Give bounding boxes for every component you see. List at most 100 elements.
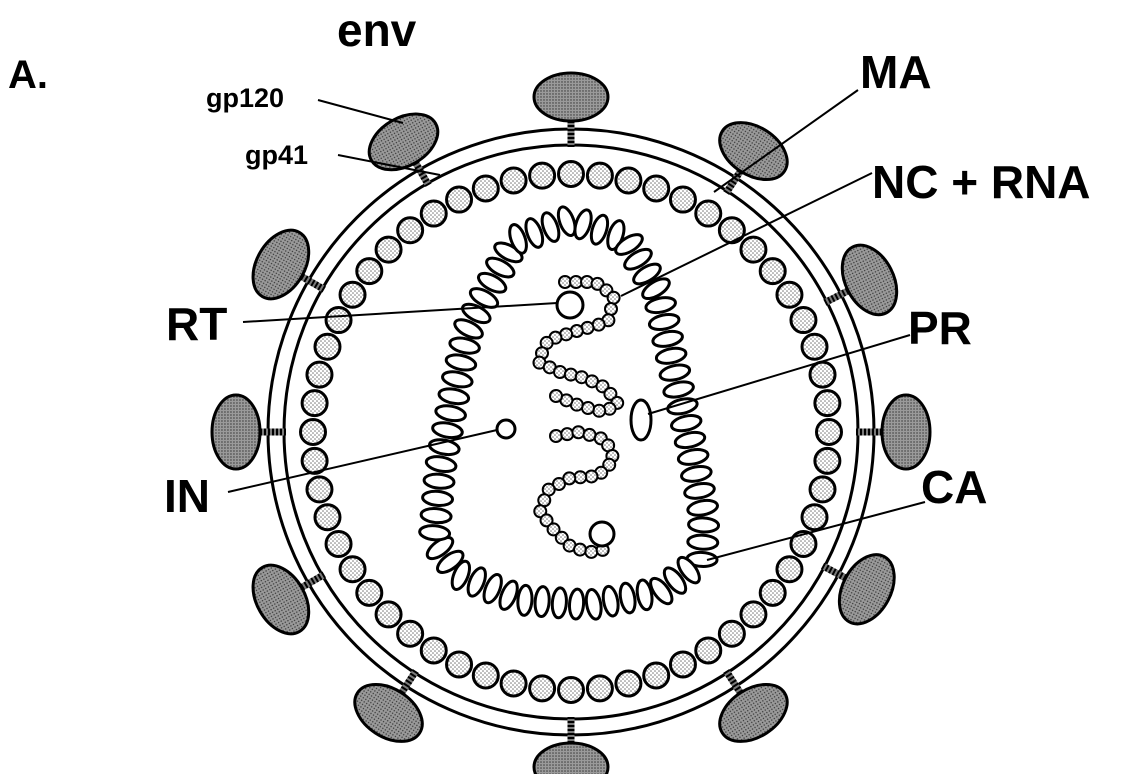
- ca-subunit: [534, 586, 550, 617]
- ca-subunit: [687, 498, 719, 517]
- in-label: IN: [164, 470, 210, 522]
- ma-bead: [741, 602, 766, 627]
- ma-bead: [501, 671, 526, 696]
- ma-bead: [421, 201, 446, 226]
- ma-bead: [473, 663, 498, 688]
- env-spike: [856, 395, 930, 469]
- capsid-cone: [419, 205, 719, 621]
- env-spike: [212, 395, 286, 469]
- ca-subunit: [435, 404, 467, 423]
- gp120-head: [828, 545, 905, 633]
- pr-enzyme: [631, 400, 651, 440]
- rna-bead: [605, 303, 617, 315]
- ma-bead: [644, 663, 669, 688]
- ma-bead: [559, 678, 584, 703]
- env-spike: [823, 545, 906, 633]
- rna-bead: [572, 426, 584, 438]
- rna-strands: [533, 276, 623, 558]
- rna-bead: [593, 319, 605, 331]
- gp120-head: [534, 73, 608, 121]
- ca-subunit: [445, 352, 477, 372]
- ca-subunit: [601, 585, 620, 617]
- ma-bead: [616, 671, 641, 696]
- ca-subunit: [648, 312, 680, 332]
- ma-bead: [301, 420, 326, 445]
- leader-rt: [243, 303, 557, 322]
- ma-bead: [302, 391, 327, 416]
- gp120-head: [831, 236, 907, 324]
- ca-subunit: [688, 517, 719, 532]
- ca-label: CA: [921, 461, 987, 513]
- ca-subunit: [441, 369, 473, 389]
- ma-bead: [696, 638, 721, 663]
- gp120-head: [534, 743, 608, 774]
- gp120-head: [709, 673, 797, 754]
- nc-rna-label: NC + RNA: [872, 156, 1091, 208]
- ma-bead: [616, 168, 641, 193]
- gp120-head: [212, 395, 260, 469]
- ma-bead: [326, 531, 351, 556]
- ca-subunit: [659, 363, 691, 383]
- ma-bead: [670, 187, 695, 212]
- env-spike: [709, 111, 797, 193]
- ca-subunit: [655, 346, 687, 366]
- ma-bead: [817, 420, 842, 445]
- gp120-head: [242, 220, 321, 308]
- ca-subunit: [438, 387, 470, 406]
- ca-subunit: [551, 587, 567, 618]
- ma-bead: [530, 676, 555, 701]
- ma-bead: [696, 201, 721, 226]
- ma-bead: [777, 282, 802, 307]
- rna-bead: [582, 402, 594, 414]
- ma-bead: [307, 362, 332, 387]
- rt-enzyme: [557, 292, 583, 318]
- ca-subunit: [422, 490, 453, 507]
- ma-bead: [587, 676, 612, 701]
- ma-bead: [376, 602, 401, 627]
- gp120-head: [882, 395, 930, 469]
- ma-bead: [340, 557, 365, 582]
- ma-bead: [670, 652, 695, 677]
- leader-gp120: [318, 100, 403, 123]
- rna-bead: [585, 470, 597, 482]
- ma-bead: [815, 448, 840, 473]
- ma-bead: [357, 580, 382, 605]
- pr-label: PR: [908, 302, 972, 354]
- gp120-head: [242, 555, 321, 643]
- ma-bead: [810, 477, 835, 502]
- env-spike: [242, 220, 325, 308]
- gp120-label: gp120: [206, 83, 284, 113]
- ma-bead: [340, 282, 365, 307]
- ca-subunit: [423, 473, 454, 490]
- ma-bead: [644, 176, 669, 201]
- rna-bead: [608, 292, 620, 304]
- ma-bead: [815, 391, 840, 416]
- env-spike: [242, 555, 325, 643]
- ma-bead: [802, 334, 827, 359]
- ca-subunit: [618, 582, 637, 614]
- ca-subunit: [677, 447, 709, 466]
- ca-subunit: [687, 535, 718, 550]
- ca-subunit: [425, 454, 457, 473]
- ca-subunit: [652, 329, 684, 349]
- env-spike: [825, 236, 908, 324]
- ca-subunit: [584, 588, 603, 620]
- rna-bead: [574, 544, 586, 556]
- ma-bead: [421, 638, 446, 663]
- env-spike: [534, 717, 608, 774]
- ma-bead: [315, 334, 340, 359]
- ca-subunit: [680, 464, 712, 483]
- ca-subunit: [517, 585, 533, 616]
- ma-bead: [741, 237, 766, 262]
- ma-label: MA: [860, 46, 932, 98]
- ma-bead: [791, 308, 816, 333]
- ca-subunit: [683, 481, 715, 500]
- env-spike: [534, 73, 608, 147]
- ma-bead: [473, 176, 498, 201]
- ma-bead: [398, 218, 423, 243]
- rna-end-bead: [590, 522, 614, 546]
- env-label: env: [337, 4, 417, 56]
- gp120-head: [344, 673, 432, 754]
- ma-bead: [760, 259, 785, 284]
- ma-bead: [357, 259, 382, 284]
